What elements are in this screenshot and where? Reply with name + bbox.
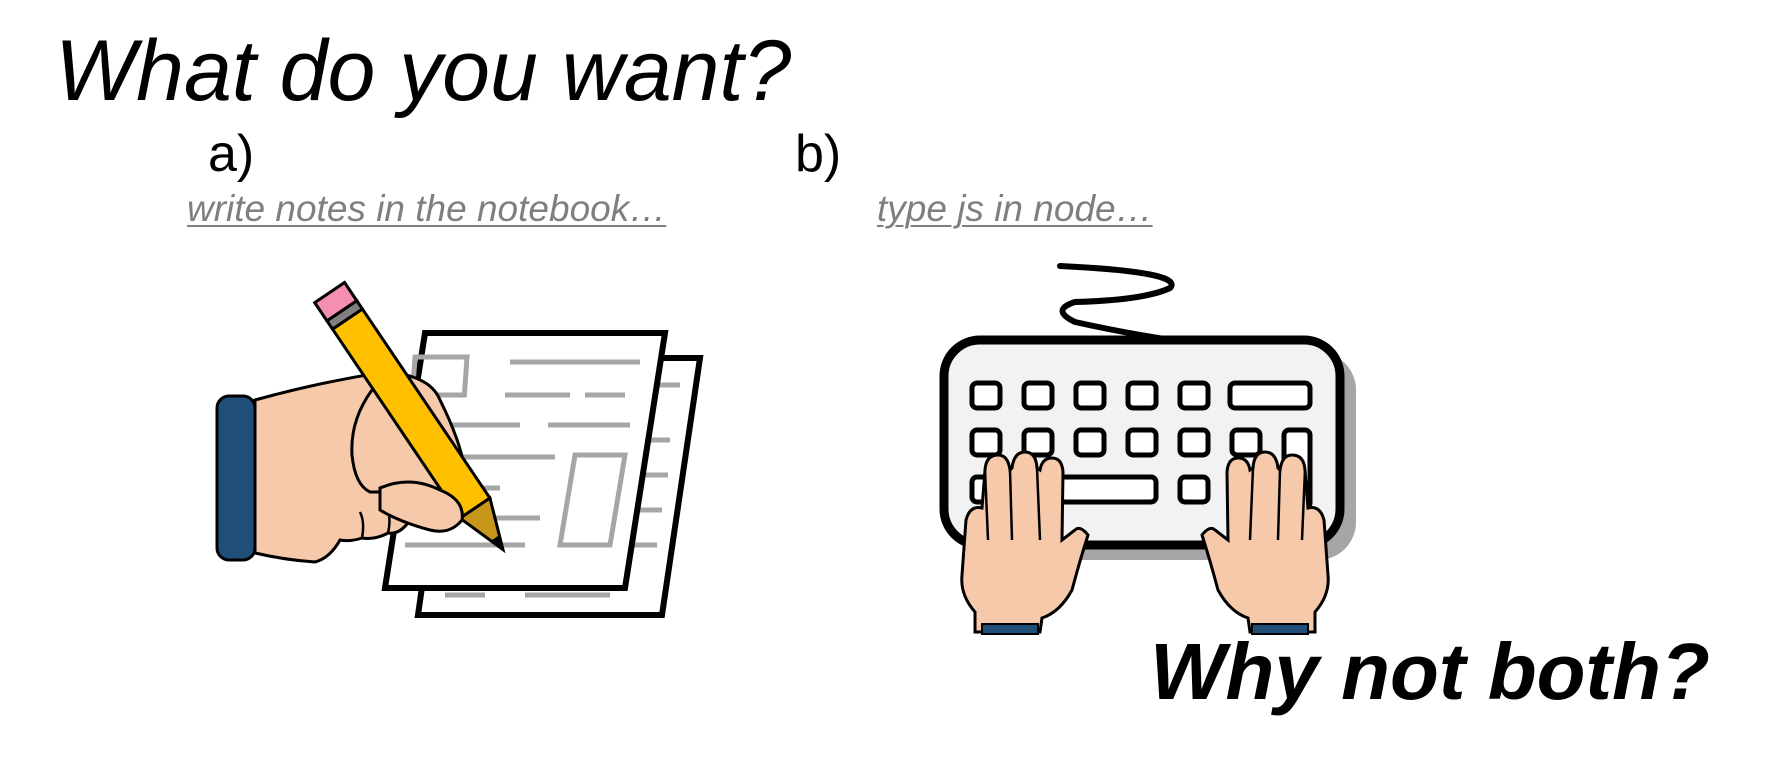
right-hand: [1202, 452, 1328, 634]
sleeve: [217, 396, 255, 560]
keyboard-cable: [1060, 266, 1172, 340]
option-b-marker: b): [795, 128, 841, 180]
left-hand: [962, 452, 1088, 634]
front-page: [385, 333, 665, 588]
hand: [255, 372, 467, 562]
back-page: [418, 358, 700, 615]
option-a-link[interactable]: write notes in the notebook…: [187, 190, 666, 227]
page-title: What do you want?: [55, 28, 791, 114]
option-b-link[interactable]: type js in node…: [877, 190, 1153, 227]
pencil-icon: [315, 282, 518, 559]
option-a-marker: a): [208, 128, 254, 180]
closing-question: Why not both?: [1150, 632, 1710, 712]
keyboard-body: [944, 340, 1340, 545]
